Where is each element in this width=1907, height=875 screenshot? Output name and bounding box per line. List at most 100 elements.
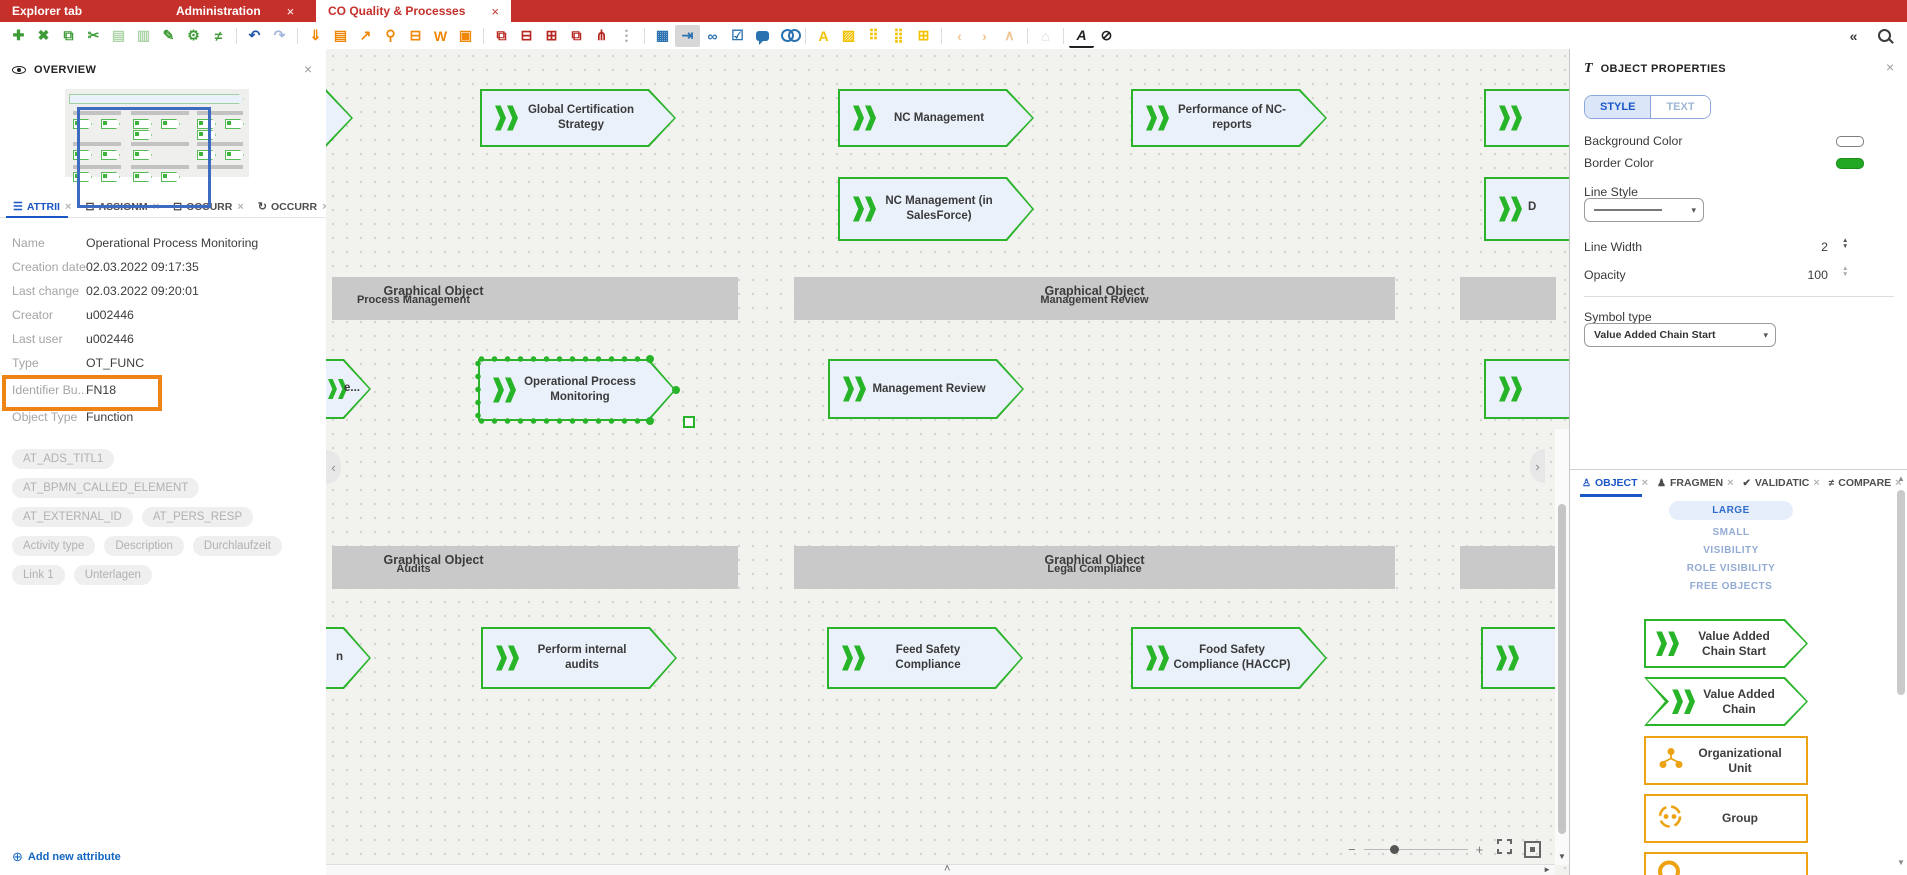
chip-description[interactable]: Description (104, 536, 184, 556)
attribute-row-name[interactable]: Name Operational Process Monitoring (0, 231, 326, 255)
shape-partial-d[interactable]: D (1484, 177, 1569, 241)
paste-icon[interactable]: ▤ (111, 27, 126, 43)
export-word-icon[interactable]: W (433, 27, 448, 44)
tab-validation[interactable]: ✔ VALIDATIC × (1743, 470, 1820, 496)
palette-partial-item[interactable] (1644, 852, 1808, 875)
chip-at-bpmn-called-element[interactable]: AT_BPMN_CALLED_ELEMENT (12, 478, 200, 498)
vertical-scrollbar[interactable]: ▼ (1555, 429, 1569, 865)
opacity-stepper[interactable]: ▲ ▼ (1842, 265, 1849, 278)
tab-administration[interactable]: Administration × (164, 0, 316, 22)
link-small[interactable]: SMALL (1712, 527, 1750, 538)
diagram-canvas[interactable]: Global Certification Strategy NC Managem… (326, 49, 1569, 875)
close-icon[interactable]: × (1641, 477, 1648, 489)
close-icon[interactable]: × (1886, 59, 1895, 75)
graphical-object-audits[interactable]: Graphical Object Audits (332, 546, 738, 589)
palette-value-added-chain[interactable]: Value Added Chain (1644, 677, 1808, 726)
tab-object[interactable]: ♙ OBJECT × (1580, 470, 1648, 497)
graphical-object-partial-right-b[interactable] (1460, 546, 1556, 589)
shape-placeholder-icon[interactable]: ⌂ (1041, 27, 1050, 44)
add-new-attribute-button[interactable]: ⊕ Add new attribute (12, 849, 121, 865)
attribute-row-type[interactable]: Type OT_FUNC (0, 351, 326, 375)
close-icon[interactable]: × (64, 200, 72, 213)
zoom-slider[interactable] (1363, 844, 1468, 854)
cut-scissors-icon[interactable]: ✂ (87, 27, 100, 43)
bring-to-front-icon[interactable]: ⧉ (496, 27, 507, 43)
attribute-row-identifier[interactable]: Identifier Bu... FN18 (0, 375, 326, 411)
hierarchy-layout-icon[interactable]: ⋔ (595, 27, 608, 43)
link-role-visibility[interactable]: ROLE VISIBILITY (1686, 563, 1776, 574)
scrollbar-thumb[interactable] (1897, 490, 1905, 695)
shape-management-review[interactable]: Management Review (828, 359, 1024, 419)
shape-partial-bottom-left[interactable]: n (326, 627, 371, 689)
pin-icon[interactable]: ⚲ (385, 27, 396, 43)
tab-occurrences-2[interactable]: ↻ OCCURR × (251, 196, 336, 217)
nav-left-icon[interactable]: ‹ (957, 27, 962, 44)
stepper-down-icon[interactable]: ▼ (1842, 243, 1849, 250)
toggle-overlay-circles-icon[interactable] (775, 25, 801, 47)
close-icon[interactable]: × (322, 201, 328, 213)
shape-partial-middle-right[interactable] (1484, 359, 1569, 419)
graphical-object-management-review[interactable]: Graphical Object Management Review (794, 277, 1395, 320)
chip-at-pers-resp[interactable]: AT_PERS_RESP (141, 507, 254, 527)
border-color-swatch[interactable] (1836, 158, 1864, 169)
grid-small-dots-icon[interactable]: ⠿ (868, 27, 879, 43)
undo-icon[interactable]: ↶ (248, 27, 261, 43)
insert-image-icon[interactable]: ▨ (841, 27, 856, 43)
shape-perform-internal-audits[interactable]: Perform internal audits (481, 627, 677, 689)
bring-forward-icon[interactable]: ⊞ (545, 27, 558, 43)
stepper-up-icon[interactable]: ▲ (1842, 237, 1849, 244)
shape-partial-top-left[interactable] (326, 89, 353, 147)
tab-attributes[interactable]: ☰ ATTRII × (6, 196, 78, 218)
multi-select-checkbox-icon[interactable]: ☑ (731, 27, 744, 43)
zoom-slider-thumb[interactable] (1389, 844, 1399, 854)
close-icon[interactable]: × (286, 3, 295, 19)
symbols-scrollbar[interactable]: ▲ ▼ (1896, 474, 1906, 867)
paste-format-icon[interactable]: ▥ (136, 27, 151, 43)
scroll-down-arrow[interactable]: ▼ (1558, 852, 1566, 861)
close-icon[interactable]: × (1895, 477, 1902, 489)
fit-to-screen-icon[interactable] (1497, 839, 1513, 859)
export-document-icon[interactable]: ▤ (333, 27, 348, 43)
shape-operational-process-monitoring[interactable]: Operational Process Monitoring (474, 355, 695, 428)
scroll-up-arrow[interactable]: ▲ (1897, 474, 1905, 483)
duplicate-icon[interactable]: ⧉ (63, 27, 74, 43)
resize-handle[interactable] (683, 416, 695, 428)
opacity-value[interactable]: 100 (1807, 268, 1828, 282)
overview-minimap[interactable] (65, 89, 249, 182)
close-icon[interactable]: × (304, 61, 313, 77)
nav-right-icon[interactable]: › (982, 27, 987, 44)
collapse-left-panel-handle[interactable]: ‹ (326, 450, 341, 484)
scrollbar-thumb[interactable] (1558, 504, 1566, 834)
shape-partial-middle-left[interactable]: e... (326, 359, 371, 419)
line-width-stepper[interactable]: ▲ ▼ (1842, 237, 1849, 250)
text-tab[interactable]: TEXT (1651, 96, 1710, 118)
line-style-dropdown[interactable]: ▾ (1584, 198, 1704, 222)
tab-fragments[interactable]: ♟ FRAGMEN × (1657, 470, 1734, 496)
stepper-down-icon[interactable]: ▼ (1842, 271, 1849, 278)
scroll-right-arrow[interactable]: ► (1543, 865, 1551, 874)
graphical-object-legal-compliance[interactable]: Graphical Object Legal Compliance (794, 546, 1395, 589)
link-visibility[interactable]: VISIBILITY (1703, 545, 1759, 556)
align-connectors-icon[interactable]: ⇥ (675, 24, 700, 47)
share-icon[interactable]: ↗ (359, 27, 372, 43)
zoom-out-button[interactable]: − (1348, 841, 1356, 857)
graphical-object-partial-right-a[interactable] (1460, 277, 1556, 320)
zoom-in-button[interactable]: + (1475, 841, 1484, 857)
line-width-value[interactable]: 2 (1821, 240, 1828, 254)
nav-up-icon[interactable]: ∧ (1004, 27, 1015, 43)
graphical-object-process-management[interactable]: Graphical Object Process Management (332, 277, 738, 320)
expand-bottom-panel-handle[interactable]: ˄ (944, 863, 951, 875)
attribute-row-last-user[interactable]: Last user u002446 (0, 327, 326, 351)
shape-global-certification-strategy[interactable]: Global Certification Strategy (480, 89, 676, 147)
grid-large-dots-icon[interactable]: ⣿ (893, 27, 904, 43)
shape-partial-bottom-right[interactable] (1481, 627, 1569, 689)
attribute-row-creation-date[interactable]: Creation date 02.03.2022 09:17:35 (0, 255, 326, 279)
chip-activity-type[interactable]: Activity type (12, 536, 96, 556)
overview-viewport[interactable] (77, 107, 211, 208)
palette-group[interactable]: Group (1644, 794, 1808, 843)
style-tab[interactable]: STYLE (1585, 96, 1652, 118)
delete-icon[interactable]: ✖ (37, 27, 50, 43)
background-color-swatch[interactable] (1836, 136, 1864, 147)
attribute-row-last-change[interactable]: Last change 02.03.2022 09:20:01 (0, 279, 326, 303)
chip-at-external-id[interactable]: AT_EXTERNAL_ID (12, 507, 133, 527)
